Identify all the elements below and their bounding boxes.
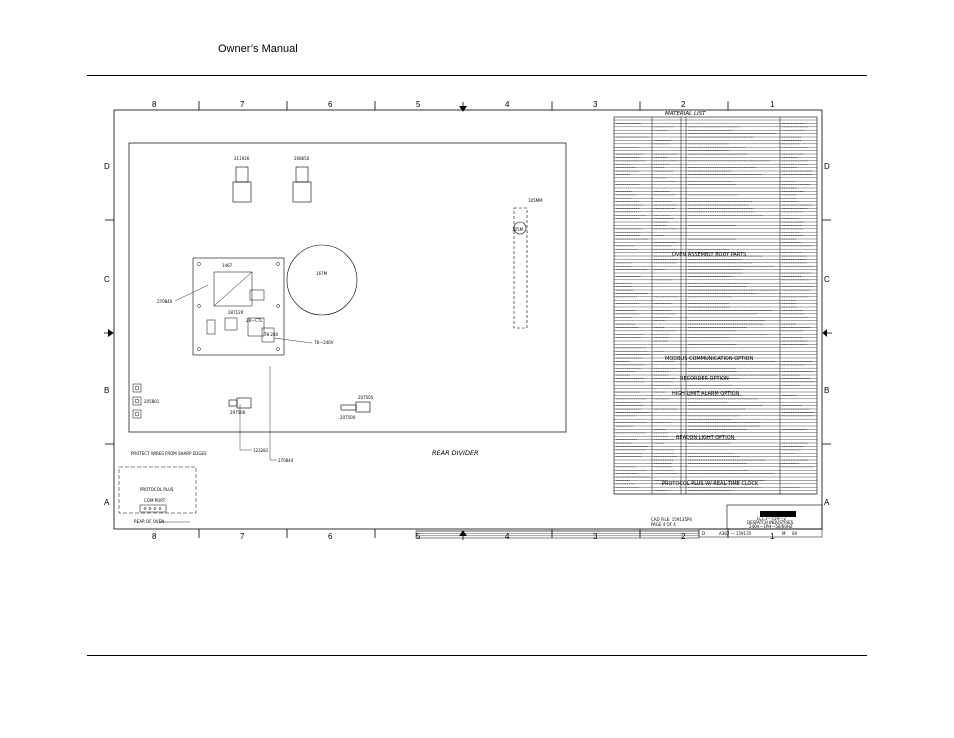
control-plate [192,257,285,356]
title-size: D [702,531,705,536]
row-right-A: A [824,498,830,507]
material-section-recorder: RECORDER OPTION [680,376,729,382]
top-rule [87,75,867,76]
rear-divider-label: REAR DIVIDER [432,449,479,457]
material-section-modbus: MODBUS COMMUNICATION OPTION [665,356,754,362]
row-left-B: B [104,386,109,395]
title-block: DESPATCH INDUSTRIES LCC1—51H—2 240V—1PH—… [415,504,823,539]
top-lamp-left [232,166,252,203]
com-port-label: COM PORT [144,498,166,503]
row-right-D: D [824,162,830,171]
left-center-arrow [104,329,114,337]
label-123281: 123281 [253,448,269,453]
label-28-ctl: 28—CTL [246,318,263,323]
page-header-title: Owner’s Manual [218,43,298,55]
drawing-frame [113,109,823,530]
bottom-component-left [228,397,252,409]
title-dwg: LCC1—51H—2 [757,516,786,521]
label-105m: 105M [512,227,524,232]
bottom-zone-numbers: 8 7 6 5 4 3 2 1 [152,532,775,541]
material-section-beacon: BEACON LIGHT OPTION [676,435,735,441]
label-211926: 211926 [234,156,250,161]
com-port-pins [139,504,167,513]
control-plate-components [206,271,275,343]
bottom-center-arrow [459,530,467,540]
left-row-letters: D C B A [104,162,110,507]
protect-wires-note: PROTECT WIRES FROM SHARP EDGES [131,451,207,456]
label-208650: 208650 [294,156,310,161]
zone-bottom-8: 8 [152,532,157,541]
label-167m: 167M [316,271,328,276]
row-left-D: D [104,162,110,171]
label-105mm: 105MM [528,198,543,203]
bottom-rule [87,655,867,656]
label-270840: 270840 [157,299,173,304]
row-right-B: B [824,386,829,395]
label-297500: 297500 [230,410,246,415]
label-205801: 205801 [144,399,160,404]
zone-top-7: 7 [240,100,245,109]
title-rev: M [782,531,786,536]
row-left-C: C [104,275,110,284]
top-zone-numbers: 8 7 6 5 4 3 2 1 [152,100,775,109]
title-dwg-no: A382 — 159135 [719,531,752,536]
label-207505: 207505 [358,395,374,400]
zone-bottom-2: 2 [681,532,686,541]
row-ticks [105,219,831,445]
label-207500: 207500 [340,415,356,420]
zone-bottom-5: 5 [416,532,421,541]
zone-bottom-6: 6 [328,532,333,541]
motor-circle [286,244,358,316]
terminal-strip [132,383,142,419]
protocol-plus-label: PROTOCOL PLUS [140,487,174,492]
label-270844: 270844 [278,458,294,463]
label-78-240: 78 240 [264,332,278,337]
zone-bottom-4: 4 [505,532,510,541]
top-center-arrow [459,102,467,112]
label-78-240v: 78—240V [314,340,334,345]
zone-bottom-3: 3 [593,532,598,541]
zone-bottom-7: 7 [240,532,245,541]
material-list: MATERIAL LIST OVEN ASSEMBLY BODY PARTS M… [613,111,818,495]
sensor-tube [513,207,528,329]
label-1467: 1467 [222,263,233,268]
zone-top-2: 2 [681,100,686,109]
right-center-arrow [822,329,832,337]
top-lamp-right [292,166,312,203]
leader-123281 [239,404,252,451]
top-zone-ticks [198,101,729,110]
page-of: PAGE 4 OF 4 [651,522,676,527]
leader-78-240v [273,337,313,344]
zone-top-5: 5 [416,100,421,109]
title-company: DESPATCH INDUSTRIES [747,520,794,525]
leader-270844 [269,366,277,461]
zone-top-6: 6 [328,100,333,109]
material-section-highlimit: HIGH LIMIT ALARM OPTION [672,391,740,397]
rear-of-oven-label: REAR OF OVEN [134,519,164,524]
row-left-A: A [104,498,110,507]
zone-top-1: 1 [770,100,775,109]
cad-file: CAD FILE: 159135P4 [651,517,692,522]
right-row-letters: D C B A [824,162,830,507]
zone-top-3: 3 [593,100,598,109]
zone-bottom-1: 1 [770,532,775,541]
material-section-oven: OVEN ASSEMBLY BODY PARTS [672,252,746,258]
leader-270840 [174,284,209,302]
protocol-plus-box [118,466,197,514]
material-section-protocol: PROTOCOL PLUS W/ REAL TIME CLOCK [662,481,759,487]
material-list-title: MATERIAL LIST [665,111,706,117]
control-plate-holes [197,262,280,351]
title-sheet: 04 [792,531,798,536]
bottom-component-right [340,401,371,413]
rear-divider-panel [128,142,567,433]
row-right-C: C [824,275,830,284]
zone-top-4: 4 [505,100,510,109]
title-dwg-sub: 240V—1PH—50/60HZ [749,524,793,529]
zone-top-8: 8 [152,100,157,109]
label-28712r: 28712R [228,310,244,315]
